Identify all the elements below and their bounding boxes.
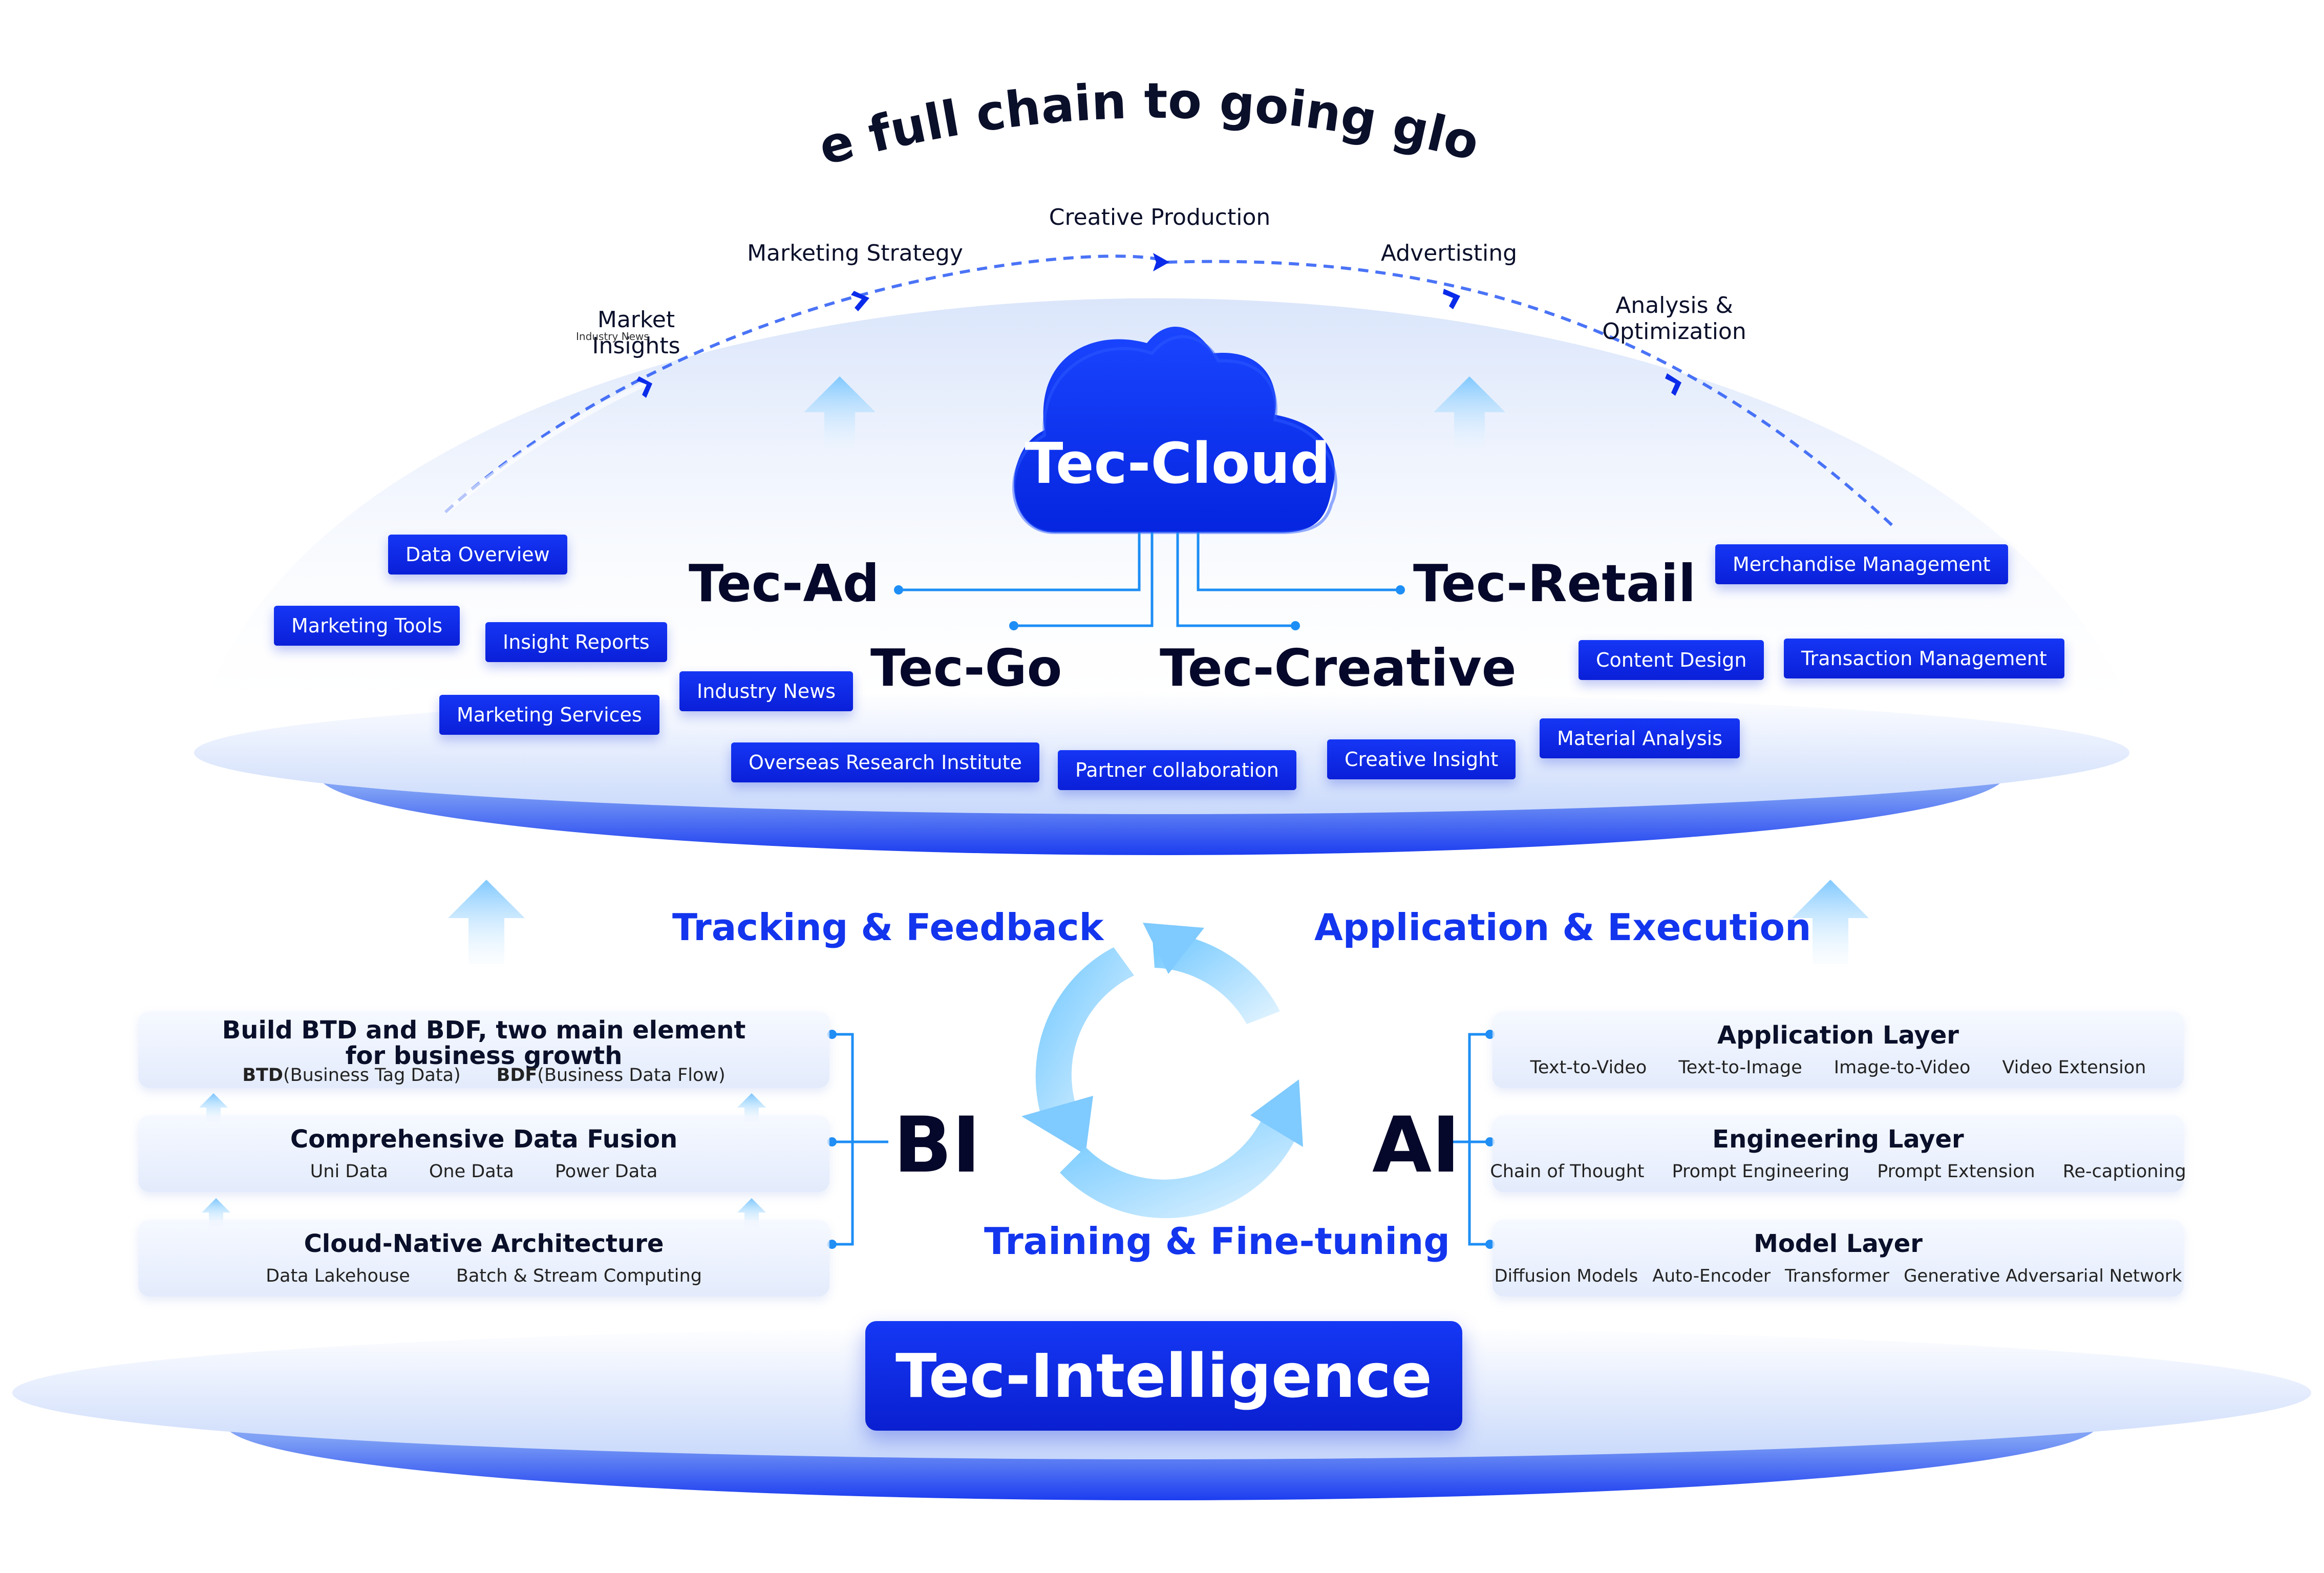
ai-panel-model-title: Model Layer: [1754, 1229, 1923, 1258]
product-tec-go: Tec-Go: [870, 638, 1062, 698]
arc-chevron-4: [1443, 289, 1460, 309]
ai-panel-engineering-title: Engineering Layer: [1712, 1125, 1964, 1154]
title-text: The full chain to going global: [0, 0, 1485, 177]
bi-panel-cloud-native: Cloud-Native Architecture Data Lakehouse…: [138, 1220, 829, 1296]
connector-dot-go: [1009, 621, 1018, 630]
stage-marketing-strategy: Marketing Strategy: [747, 240, 963, 266]
up-arrow-right-top: [1434, 376, 1505, 448]
tag-marketing-tools[interactable]: Marketing Tools: [274, 606, 460, 646]
bi-panel-cloud-native-items: Data Lakehouse Batch & Stream Computing: [266, 1266, 702, 1286]
bi-panel-growth: Build BTD and BDF, two main element for …: [138, 1011, 829, 1088]
tag-overseas-research[interactable]: Overseas Research Institute: [731, 742, 1039, 782]
bi-panel-data-fusion-items: Uni Data One Data Power Data: [310, 1161, 658, 1182]
tag-creative-insight[interactable]: Creative Insight: [1327, 739, 1516, 779]
connector-go: [1014, 533, 1154, 627]
ai-panel-model: Model Layer Diffusion Models Auto-Encode…: [1493, 1220, 2184, 1296]
stage-advertising: Advertisting: [1380, 240, 1518, 266]
tag-industry-news[interactable]: Industry News: [679, 671, 854, 711]
ai-panel-application-title: Application Layer: [1717, 1021, 1959, 1050]
cloud-label: Tec-Cloud: [1025, 431, 1331, 496]
connector-creative: [1176, 533, 1295, 627]
arc-chevron-2: [851, 291, 869, 311]
bi-panel-growth-items: BTD (Business Tag Data) BDF (Business Da…: [138, 1065, 829, 1086]
up-arrow-left-mid: [448, 880, 525, 964]
ai-panel-engineering-items: Chain of Thought Prompt Engineering Prom…: [1490, 1161, 2186, 1182]
connector-ad: [899, 533, 1141, 591]
headline-training-finetuning: Training & Fine-tuning: [984, 1220, 1450, 1263]
headline-tracking-feedback: Tracking & Feedback: [672, 906, 1104, 949]
product-tec-retail: Tec-Retail: [1413, 554, 1696, 613]
small-arrow-2: [737, 1093, 766, 1122]
tag-transaction-management[interactable]: Transaction Management: [1784, 639, 2064, 678]
tag-insight-reports[interactable]: Insight Reports: [485, 622, 667, 662]
bi-label: BI: [893, 1101, 981, 1190]
bdf-item: BDF (Business Data Flow): [496, 1065, 726, 1086]
arc-chevron-3: [1153, 253, 1169, 271]
bi-panel-growth-title: Build BTD and BDF, two main element for …: [222, 1016, 746, 1071]
tag-data-overview[interactable]: Data Overview: [388, 535, 567, 575]
cloud-shape: [1014, 326, 1335, 533]
stage-creative-production: Creative Production: [1049, 204, 1271, 230]
tag-merchandise-management[interactable]: Merchandise Management: [1715, 544, 2008, 584]
cycle-icon: [1021, 923, 1303, 1219]
bi-panel-data-fusion-title: Comprehensive Data Fusion: [290, 1125, 678, 1154]
connector-dot-creative: [1291, 621, 1300, 630]
connector-retail: [1197, 533, 1400, 591]
ai-panel-application-items: Text-to-Video Text-to-Image Image-to-Vid…: [1530, 1057, 2146, 1078]
ai-panel-engineering: Engineering Layer Chain of Thought Promp…: [1490, 1115, 2186, 1192]
up-arrow-right-mid: [1792, 880, 1869, 964]
stage-market-insights: Market Insights: [592, 307, 680, 359]
bi-panel-cloud-native-title: Cloud-Native Architecture: [304, 1229, 664, 1258]
tag-partner-collaboration[interactable]: Partner collaboration: [1058, 750, 1296, 790]
connector-dot-ad: [894, 585, 903, 594]
tag-marketing-services[interactable]: Marketing Services: [439, 695, 659, 735]
connector-dot-retail: [1396, 585, 1405, 594]
product-tec-ad: Tec-Ad: [689, 554, 880, 613]
product-tec-creative: Tec-Creative: [1160, 638, 1517, 698]
tag-material-analysis[interactable]: Material Analysis: [1540, 718, 1740, 758]
headline-application-execution: Application & Execution: [1314, 906, 1811, 949]
arc-chevron-1: [636, 376, 652, 398]
tec-intelligence-banner: Tec-Intelligence: [865, 1321, 1462, 1431]
bi-bracket: [832, 1033, 888, 1246]
ai-panel-model-items: Diffusion Models Auto-Encoder Transforme…: [1494, 1266, 2182, 1286]
stage-analysis: Analysis & Optimization: [1602, 292, 1746, 345]
ai-panel-application: Application Layer Text-to-Video Text-to-…: [1493, 1011, 2184, 1088]
stray-label: Industry News: [576, 330, 649, 343]
arc-chevron-5: [1665, 373, 1681, 396]
bi-panel-data-fusion: Comprehensive Data Fusion Uni Data One D…: [138, 1115, 829, 1192]
up-arrow-left-top: [804, 376, 876, 448]
tag-content-design[interactable]: Content Design: [1579, 640, 1764, 680]
btd-item: BTD (Business Tag Data): [242, 1065, 461, 1086]
small-arrow-1: [199, 1093, 228, 1122]
ai-label: AI: [1372, 1101, 1460, 1190]
journey-arc-fade: [443, 381, 647, 514]
